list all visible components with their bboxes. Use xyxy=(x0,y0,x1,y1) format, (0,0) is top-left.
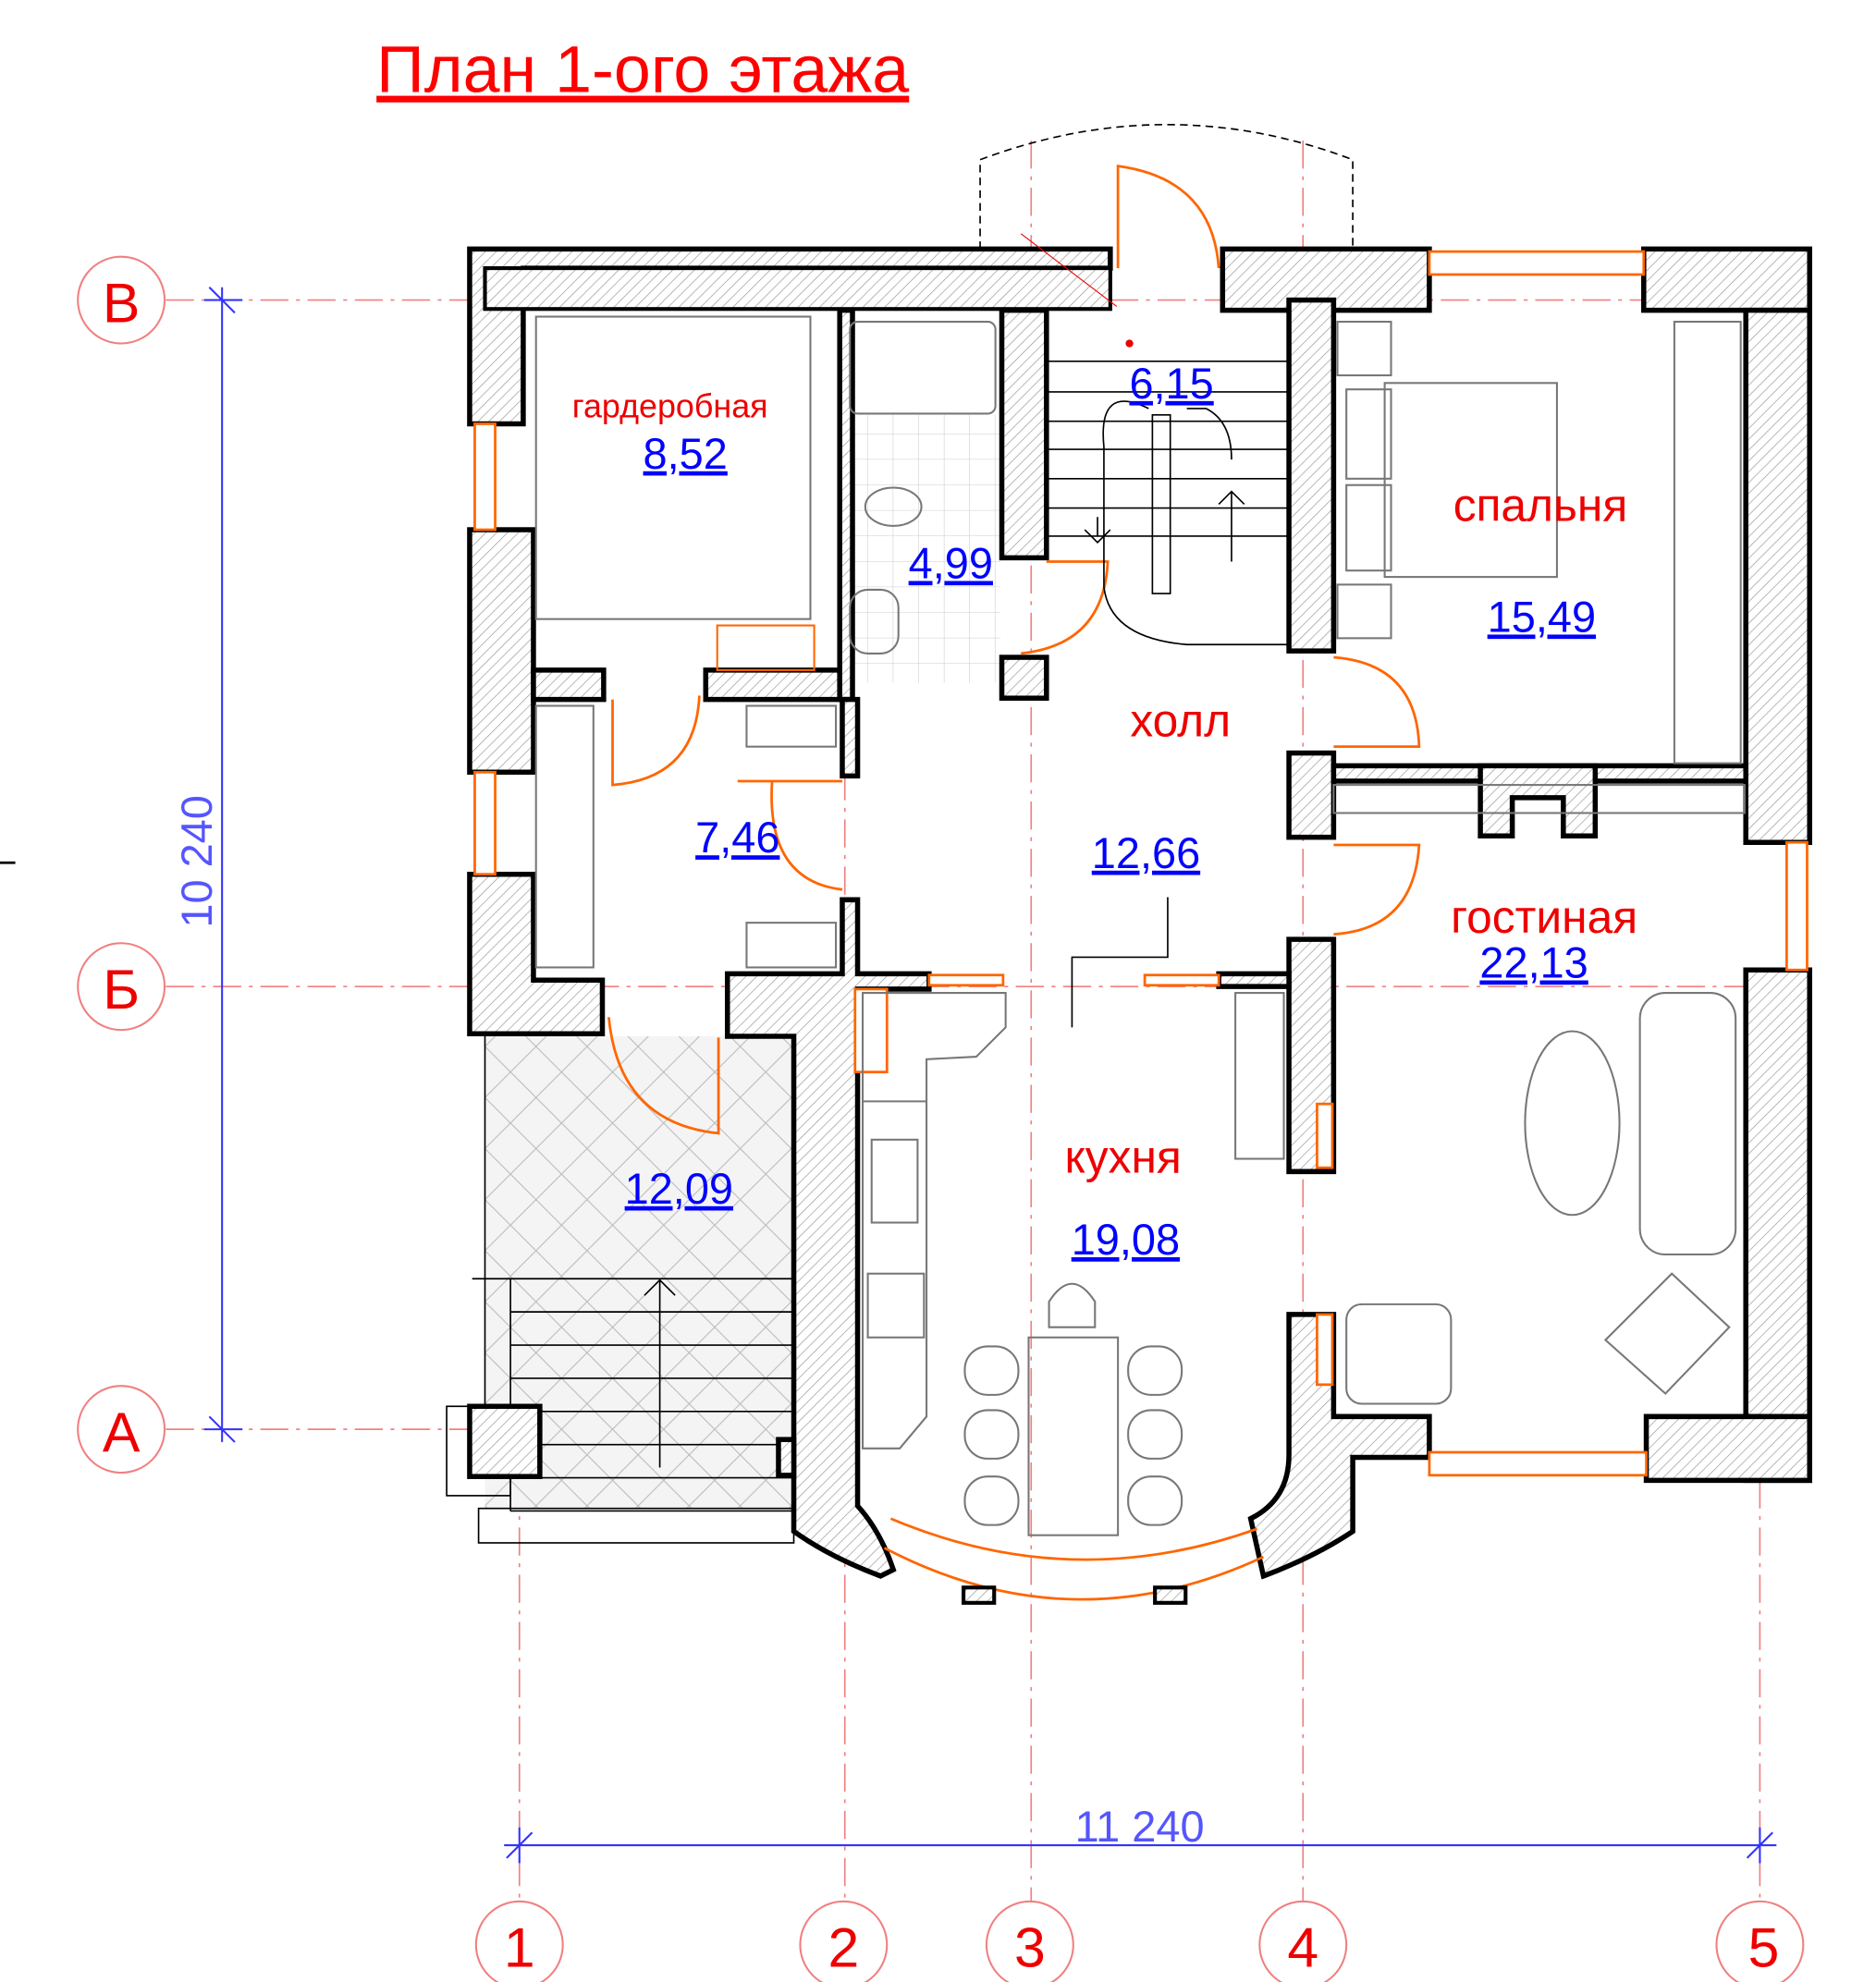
room-name-hall: холл xyxy=(1130,695,1231,747)
staircase xyxy=(1020,233,1290,646)
svg-text:4: 4 xyxy=(1287,1916,1318,1979)
axis-marker-row-b: Б xyxy=(77,942,166,1032)
area-hall: 12,66 xyxy=(1092,829,1200,877)
area-bedroom: 15,49 xyxy=(1488,593,1596,641)
axis-marker-col-3: 3 xyxy=(985,1900,1074,1982)
doors[interactable] xyxy=(607,165,1421,1135)
svg-text:5: 5 xyxy=(1748,1916,1780,1979)
area-porch: 12,09 xyxy=(625,1165,733,1213)
room-name-kitchen: кухня xyxy=(1064,1132,1181,1183)
area-bathroom: 4,99 xyxy=(909,539,993,587)
svg-text:3: 3 xyxy=(1014,1916,1046,1979)
windows xyxy=(473,250,1809,1605)
axis-marker-col-4: 4 xyxy=(1258,1900,1348,1982)
bathroom-tiles xyxy=(844,414,1001,683)
entrance-canopy xyxy=(979,124,1354,250)
room-name-living: гостиная xyxy=(1451,891,1637,943)
dimension-vertical: 10 240 xyxy=(173,287,243,1443)
axis-marker-row-v: В xyxy=(77,255,166,345)
svg-text:Б: Б xyxy=(103,958,140,1021)
svg-text:1: 1 xyxy=(504,1916,535,1979)
area-corridor: 7,46 xyxy=(695,814,779,862)
axis-marker-col-1: 1 xyxy=(474,1900,564,1982)
dimension-vertical-label: 10 240 xyxy=(173,795,221,927)
axis-marker-col-5: 5 xyxy=(1715,1900,1805,1982)
walls xyxy=(467,246,1812,1580)
area-wardrobe: 8,52 xyxy=(644,430,728,478)
svg-text:2: 2 xyxy=(828,1916,859,1979)
svg-text:А: А xyxy=(103,1401,141,1463)
svg-text:В: В xyxy=(103,271,141,334)
grid-lines xyxy=(166,141,1812,1902)
room-name-bedroom: спальня xyxy=(1453,479,1628,531)
axis-marker-row-a: А xyxy=(77,1385,166,1474)
dimension-horizontal: 11 240 xyxy=(504,1803,1777,1864)
area-living: 22,13 xyxy=(1479,939,1588,987)
area-stairs: 6,15 xyxy=(1129,360,1213,408)
porch-steps xyxy=(446,1035,795,1544)
furniture xyxy=(534,315,1746,1536)
dimension-horizontal-label: 11 240 xyxy=(1075,1803,1205,1851)
room-name-wardrobe: гардеробная xyxy=(572,388,768,425)
axis-marker-col-2: 2 xyxy=(799,1900,889,1982)
area-kitchen: 19,08 xyxy=(1072,1216,1180,1264)
plan-title: План 1-ого этажа xyxy=(376,33,909,107)
